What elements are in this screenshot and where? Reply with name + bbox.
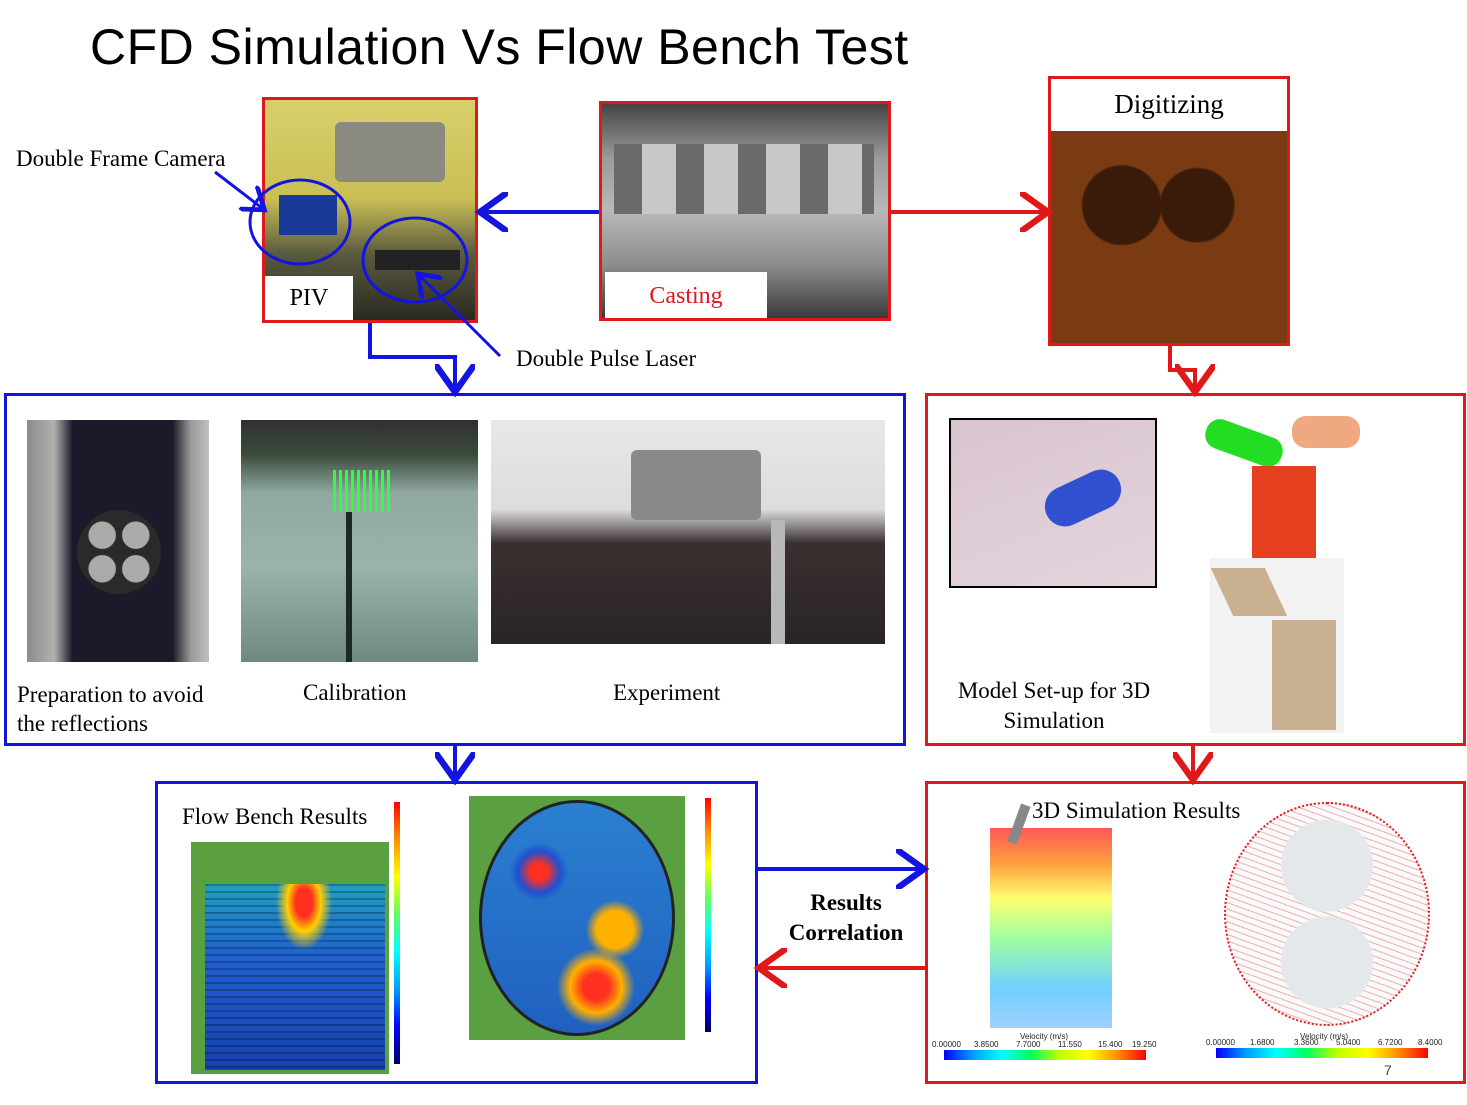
sim-cylinder-plot [990,828,1112,1028]
green-laser-grid [333,470,393,512]
experiment-label: Experiment [613,680,721,705]
piv-label: PIV [265,276,353,320]
ellipse-velocity-field [479,800,675,1036]
mesh-model [1210,558,1344,733]
velocity-tick: 3.8500 [974,1040,999,1049]
velocity-tick: 3.3600 [1294,1038,1319,1047]
digitizing-frame: Digitizing [1048,76,1290,346]
experiment-panel: Preparation to avoid the reflections Cal… [4,393,906,746]
experiment-rig [631,450,761,520]
sim-results-panel: 3D Simulation Results Velocity (m/s) 0.0… [925,781,1466,1084]
page-number: 7 [1384,1062,1392,1078]
sim-colorbar-2 [1216,1048,1428,1058]
calibration-label: Calibration [303,680,407,705]
casting-ports [614,144,874,214]
velocity-tick: 0.00000 [932,1040,961,1049]
velocity-label-1: Velocity (m/s) [1020,1032,1069,1041]
flow-bench-results-panel: Flow Bench Results [155,781,758,1084]
flow-bench-results-label: Flow Bench Results [182,804,368,829]
preparation-photo [27,420,209,662]
mesh-cylinder [1272,620,1336,730]
casting-label: Casting [605,272,767,318]
velocity-ticks-2: 0.00000 1.6800 3.3600 5.0400 6.7200 8.40… [1206,1038,1446,1048]
digitizing-to-setup-arrow [1168,346,1195,388]
cylinder-model [1200,415,1370,558]
sim-ellipse-plot [1224,802,1430,1026]
cylinder-velocity-field [205,884,385,1070]
cylinder-body [1252,466,1316,558]
velocity-tick: 11.550 [1058,1040,1082,1049]
flow-bench-colorbar-2 [705,798,711,1032]
sim-results-label: 3D Simulation Results [1032,798,1241,823]
flow-bench-colorbar-1 [394,802,400,1064]
velocity-tick: 6.7200 [1378,1038,1403,1047]
experiment-stand [771,520,785,644]
camera-pointer-arrow [214,170,262,208]
velocity-label-2: Velocity (m/s) [1300,1032,1349,1041]
velocity-tick: 1.6800 [1250,1038,1275,1047]
digitizing-label: Digitizing [1114,89,1224,119]
piv-to-experiment-arrow [368,323,455,388]
sim-colorbar-1 [944,1050,1146,1060]
cad-model-view [949,418,1157,588]
velocity-ticks-1: 0.00000 3.8500 7.7000 11.550 15.400 19.2… [932,1040,1162,1050]
velocity-tick: 7.7000 [1016,1040,1041,1049]
calibration-photo [241,420,478,662]
velocity-tick: 0.00000 [1206,1038,1235,1047]
piv-camera [279,195,337,235]
mesh-port [1210,568,1288,616]
page-title: CFD Simulation Vs Flow Bench Test [90,19,909,75]
velocity-tick: 15.400 [1098,1040,1123,1049]
velocity-tick: 19.250 [1132,1040,1157,1049]
calibration-rod [346,512,352,662]
velocity-tick: 5.0400 [1336,1038,1361,1047]
results-correlation-label: Results Correlation [788,890,904,945]
double-frame-camera-label: Double Frame Camera [16,146,226,171]
intake-port-model [1038,462,1128,534]
intake-pipe-green [1201,415,1287,471]
experiment-photo [491,420,885,644]
casting-photo-frame: Casting [599,101,891,321]
valve-cluster [77,510,161,594]
piv-engine-block [335,122,445,182]
double-pulse-laser-label: Double Pulse Laser [516,346,697,371]
preparation-label: Preparation to avoid the reflections [17,682,204,736]
model-setup-label: Model Set-up for 3D Simulation [957,678,1151,733]
flow-bench-ellipse-plot [469,796,685,1040]
digitized-mesh-image [1051,131,1287,343]
simulation-setup-panel: Model Set-up for 3D Simulation [925,393,1466,746]
piv-laser-unit [375,250,460,270]
exhaust-pipe-orange [1292,416,1360,448]
velocity-tick: 8.4000 [1418,1038,1443,1047]
piv-photo-frame: PIV [262,97,478,323]
flow-bench-cylinder-plot [191,842,389,1074]
